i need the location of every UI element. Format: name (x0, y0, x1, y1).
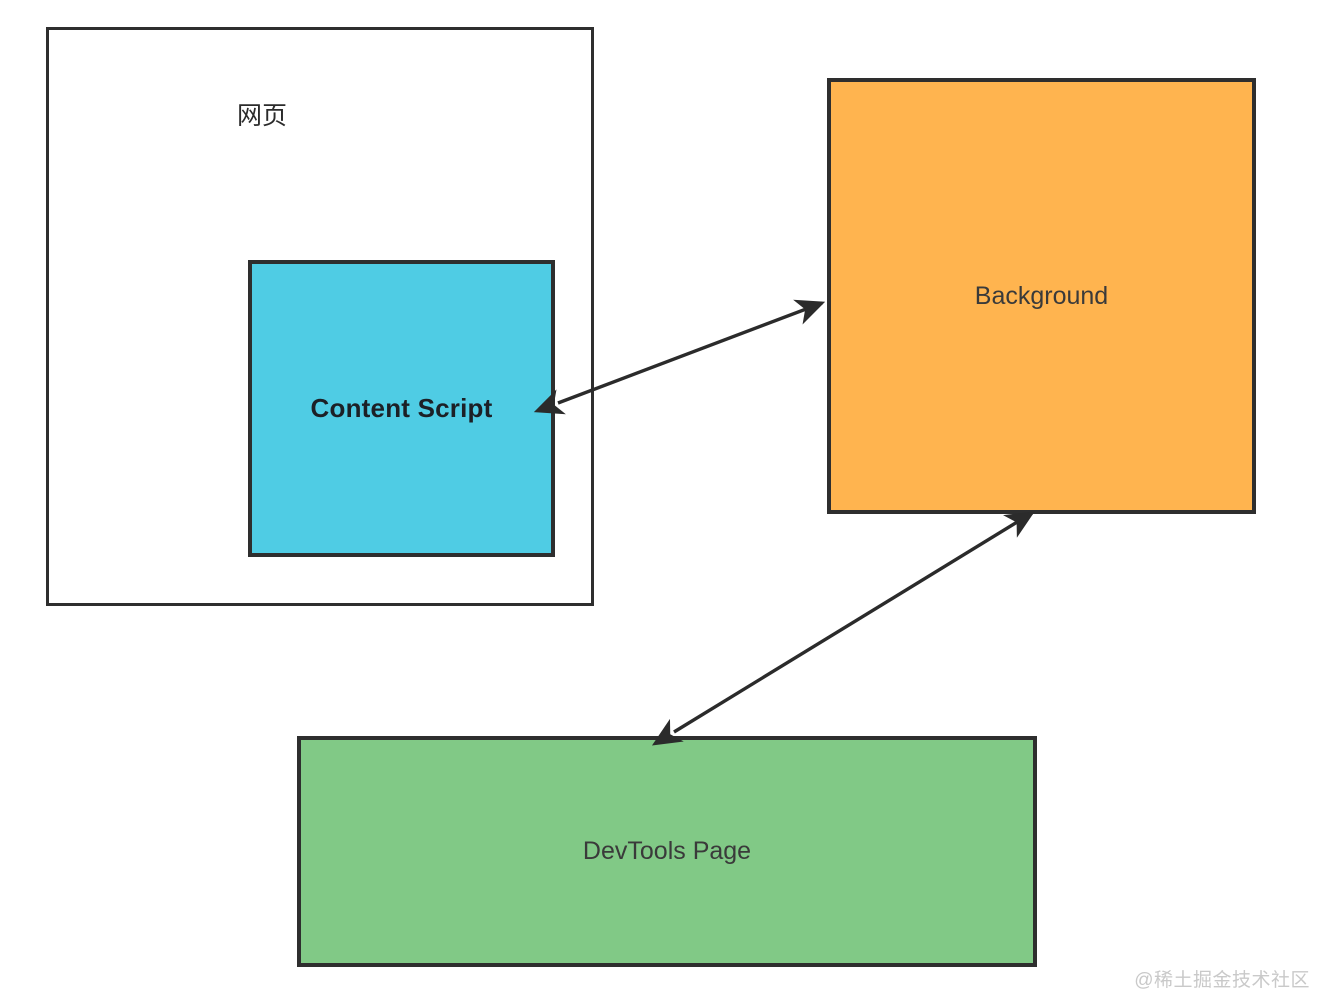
node-webpage-label: 网页 (237, 102, 288, 130)
node-content-script: Content Script (248, 260, 555, 557)
node-background: Background (827, 78, 1256, 514)
node-devtools-page: DevTools Page (297, 736, 1037, 967)
arrow-devtools-background (651, 511, 1035, 746)
watermark: @稀土掘金技术社区 (1134, 970, 1310, 991)
node-devtools-page-label: DevTools Page (582, 837, 752, 865)
node-background-label: Background (974, 281, 1109, 310)
arrow-content-script-background (533, 299, 826, 415)
node-content-script-label: Content Script (310, 393, 493, 423)
